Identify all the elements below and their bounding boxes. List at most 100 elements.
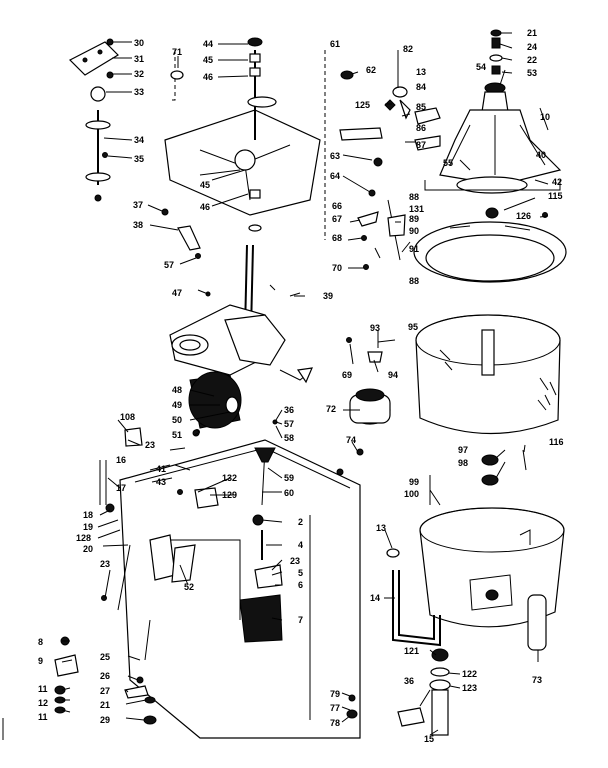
part-label-45: 45 [203, 55, 213, 65]
part-label-16: 16 [116, 455, 126, 465]
bracket-parts-group [68, 38, 201, 259]
part-label-69: 69 [342, 370, 352, 380]
part-label-15: 15 [424, 734, 434, 744]
part-label-6: 6 [298, 580, 303, 590]
part-label-30: 30 [134, 38, 144, 48]
part-label-88: 88 [409, 192, 419, 202]
drain-hose-group [386, 548, 451, 736]
part-label-48: 48 [172, 385, 182, 395]
part-label-12: 12 [38, 698, 48, 708]
part-label-115: 115 [548, 191, 563, 201]
part-label-123: 123 [462, 683, 477, 693]
part-label-51: 51 [172, 430, 182, 440]
part-label-91: 91 [409, 244, 419, 254]
part-label-25: 25 [100, 652, 110, 662]
part-label-97: 97 [458, 445, 468, 455]
part-label-21: 21 [100, 700, 110, 710]
center-clips-group [339, 127, 406, 363]
part-label-125: 125 [355, 100, 370, 110]
part-label-59: 59 [284, 473, 294, 483]
part-label-94: 94 [388, 370, 398, 380]
part-label-121: 121 [404, 646, 419, 656]
tub-ring [413, 221, 567, 283]
part-label-23: 23 [290, 556, 300, 566]
part-label-13: 13 [376, 523, 386, 533]
part-label-18: 18 [83, 510, 93, 520]
part-label-35: 35 [134, 154, 144, 164]
part-label-40: 40 [536, 150, 546, 160]
part-label-24: 24 [527, 42, 537, 52]
part-label-77: 77 [330, 703, 340, 713]
part-label-87: 87 [416, 140, 426, 150]
part-label-90: 90 [409, 226, 419, 236]
agitator-assembly [424, 29, 562, 219]
part-label-52: 52 [184, 582, 194, 592]
part-label-38: 38 [133, 220, 143, 230]
part-label-17: 17 [116, 483, 126, 493]
drive-motor-assembly [169, 244, 313, 435]
part-label-33: 33 [134, 87, 144, 97]
part-label-128: 128 [76, 533, 91, 543]
part-label-23: 23 [145, 440, 155, 450]
inner-basket [415, 314, 561, 435]
outer-tub [419, 507, 565, 651]
part-label-98: 98 [458, 458, 468, 468]
part-label-74: 74 [346, 435, 356, 445]
part-label-126: 126 [516, 211, 531, 221]
part-label-27: 27 [100, 686, 110, 696]
part-label-70: 70 [332, 263, 342, 273]
part-label-22: 22 [527, 55, 537, 65]
part-label-7: 7 [298, 615, 303, 625]
part-label-4: 4 [298, 540, 303, 550]
part-label-61: 61 [330, 39, 340, 49]
part-label-8: 8 [38, 637, 43, 647]
part-label-58: 58 [284, 433, 294, 443]
part-label-85: 85 [416, 102, 426, 112]
part-label-99: 99 [409, 477, 419, 487]
part-label-19: 19 [83, 522, 93, 532]
part-label-14: 14 [370, 593, 380, 603]
part-label-44: 44 [203, 39, 213, 49]
part-label-88: 88 [409, 276, 419, 286]
cabinet [99, 427, 361, 739]
part-label-46: 46 [200, 202, 210, 212]
part-label-64: 64 [330, 171, 340, 181]
part-label-26: 26 [100, 671, 110, 681]
part-label-132: 132 [222, 473, 237, 483]
part-label-71: 71 [172, 47, 182, 57]
part-label-37: 37 [133, 200, 143, 210]
part-label-36: 36 [404, 676, 414, 686]
part-label-116: 116 [549, 437, 564, 447]
part-label-9: 9 [38, 656, 43, 666]
part-label-32: 32 [134, 69, 144, 79]
part-label-39: 39 [323, 291, 333, 301]
part-label-53: 53 [527, 68, 537, 78]
part-label-72: 72 [326, 404, 336, 414]
part-label-54: 54 [476, 62, 486, 72]
part-label-41: 41 [156, 464, 166, 474]
part-label-89: 89 [409, 214, 419, 224]
part-label-73: 73 [532, 675, 542, 685]
part-label-66: 66 [332, 201, 342, 211]
part-label-49: 49 [172, 400, 182, 410]
part-label-84: 84 [416, 82, 426, 92]
part-label-42: 42 [552, 177, 562, 187]
part-label-122: 122 [462, 669, 477, 679]
part-labels: 30 31 32 33 34 35 37 38 57 71 44 45 46 6… [38, 28, 564, 744]
part-label-108: 108 [120, 412, 135, 422]
part-label-11: 11 [38, 684, 48, 694]
left-fasteners-group [54, 429, 200, 714]
part-label-5: 5 [298, 568, 303, 578]
part-label-60: 60 [284, 488, 294, 498]
part-label-2: 2 [298, 517, 303, 527]
part-label-79: 79 [330, 689, 340, 699]
part-label-46: 46 [203, 72, 213, 82]
part-label-21: 21 [527, 28, 537, 38]
part-label-34: 34 [134, 135, 144, 145]
part-label-20: 20 [83, 544, 93, 554]
part-label-43: 43 [156, 477, 166, 487]
part-label-36: 36 [284, 405, 294, 415]
part-label-78: 78 [330, 718, 340, 728]
clutch-group [349, 388, 527, 486]
